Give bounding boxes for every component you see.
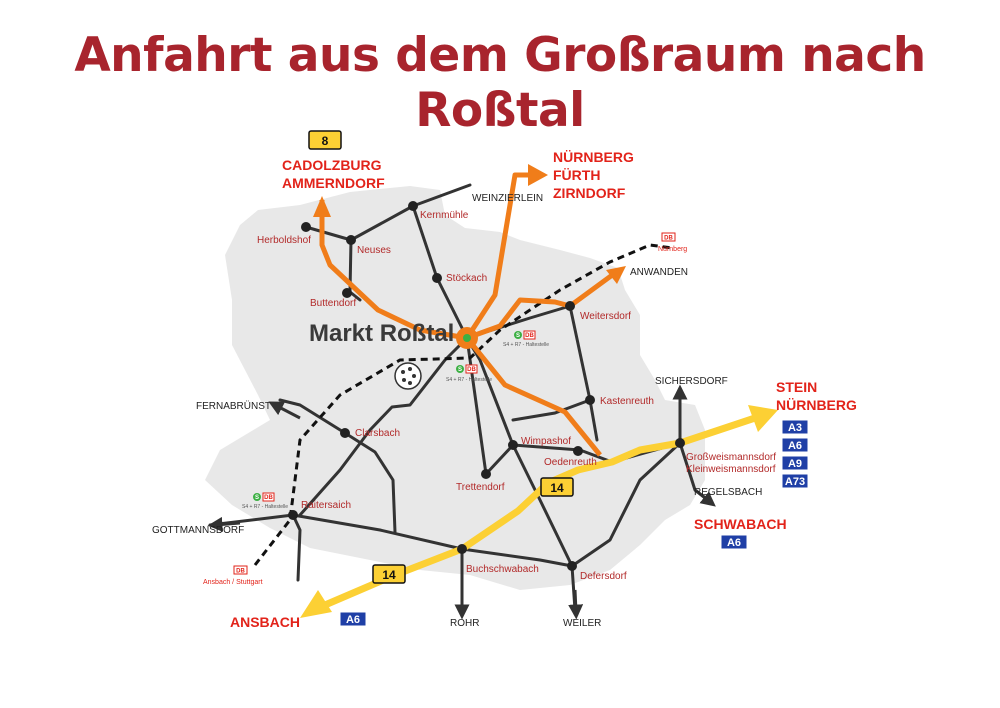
svg-text:DB: DB (236, 569, 245, 575)
town-label: Markt Roßtal (309, 320, 454, 347)
sign-a6-ansbach: A6 (339, 611, 367, 627)
junction-nodes (288, 201, 685, 571)
place-kastenreuth: Kastenreuth (600, 396, 654, 407)
edge-sichersdorf: SICHERSDORF (655, 376, 728, 387)
town-center-dot (463, 334, 471, 342)
svg-text:Ansbach / Stuttgart: Ansbach / Stuttgart (203, 579, 263, 586)
svg-text:DB: DB (525, 333, 534, 339)
place-defersdorf: Defersdorf (580, 571, 627, 582)
svg-text:14: 14 (550, 481, 564, 495)
b14-arrowhead-east (748, 405, 778, 432)
town-logo (394, 362, 422, 390)
place-buttendorf: Buttendorf (310, 298, 356, 309)
svg-text:DB: DB (664, 236, 673, 242)
svg-text:S4 + R7 - Haltestelle: S4 + R7 - Haltestelle (503, 342, 549, 348)
sign-a6-stein: A6 (781, 437, 809, 453)
svg-text:DB: DB (264, 495, 273, 501)
svg-text:A6: A6 (346, 614, 360, 626)
place-clarsbach: Clarsbach (355, 428, 400, 439)
edge-weiler: WEILER (563, 618, 601, 629)
railway-line (253, 243, 673, 566)
dest-zirndorf: ZIRNDORF (553, 185, 626, 201)
dest-cadolzburg: CADOLZBURG (282, 157, 382, 173)
svg-text:S: S (516, 333, 520, 339)
sign-b8: 8 (308, 130, 342, 150)
svg-text:14: 14 (382, 568, 396, 582)
svg-text:S: S (255, 495, 259, 501)
place-wimpashof: Wimpashof (521, 436, 571, 447)
svg-text:Nürnberg: Nürnberg (658, 246, 687, 253)
svg-text:8: 8 (322, 134, 329, 148)
edge-weinzierlein: WEINZIERLEIN (472, 193, 543, 204)
orange-routes (319, 172, 617, 457)
svg-text:S4 + R7 - Haltestelle: S4 + R7 - Haltestelle (242, 504, 288, 510)
dest-fuerth: FÜRTH (553, 167, 600, 183)
dest-schwabach: SCHWABACH (694, 516, 787, 532)
dest-nuernberg: NÜRNBERG (553, 149, 634, 165)
sign-a73: A73 (781, 473, 809, 489)
edge-gottmannsdorf: GOTTMANNSDORF (152, 525, 244, 536)
svg-text:A6: A6 (788, 440, 802, 452)
dest-nuernberg-east: NÜRNBERG (776, 397, 857, 413)
place-oedenreuth: Oedenreuth (544, 457, 597, 468)
place-herboldshof: Herboldshof (257, 235, 311, 246)
svg-text:DB: DB (467, 367, 476, 373)
edge-rohr: ROHR (450, 618, 479, 629)
dest-ammerndorf: AMMERNDORF (282, 175, 385, 191)
dest-ansbach: ANSBACH (230, 614, 300, 630)
sign-a9: A9 (781, 455, 809, 471)
place-trettendorf: Trettendorf (456, 482, 505, 493)
db-ansbach-stuttgart: DB Ansbach / Stuttgart (203, 565, 263, 586)
place-grossweismannsdorf: Großweismannsdorf (686, 452, 776, 463)
svg-text:A6: A6 (727, 537, 741, 549)
dest-stein: STEIN (776, 379, 817, 395)
edge-arrows (207, 384, 716, 620)
svg-text:A73: A73 (785, 476, 805, 488)
b14-arrowhead-west (300, 590, 332, 618)
place-weitersdorf: Weitersdorf (580, 311, 631, 322)
page-title: Anfahrt aus dem Großraum nach Roßtal (74, 28, 926, 138)
place-kleinweismannsdorf: Kleinweismannsdorf (686, 464, 776, 475)
edge-fernabruenst: FERNABRÜNST (196, 400, 271, 412)
sign-a3: A3 (781, 419, 809, 435)
place-stoeckach: Stöckach (446, 273, 487, 284)
edge-regelsbach: REGELSBACH (694, 487, 762, 498)
place-neuses: Neuses (357, 245, 391, 256)
edge-anwanden: ANWANDEN (630, 267, 688, 278)
sbahn-halt-west: S DB S4 + R7 - Haltestelle (446, 364, 492, 383)
place-buchschwabach: Buchschwabach (466, 564, 539, 575)
sign-b14-west: 14 (372, 564, 406, 584)
svg-text:S4 + R7 - Haltestelle: S4 + R7 - Haltestelle (446, 377, 492, 383)
sbahn-halt-raitersaich: S DB S4 + R7 - Haltestelle (242, 492, 288, 510)
svg-text:A9: A9 (788, 458, 802, 470)
sbahn-halt-rosstal: S DB S4 + R7 - Haltestelle (503, 330, 549, 348)
sign-a6-schwabach: A6 (720, 534, 748, 550)
sign-b14-east: 14 (540, 477, 574, 497)
place-kernmuehle: Kernmühle (420, 210, 469, 221)
svg-text:S: S (458, 367, 462, 373)
place-raitersaich: Raitersaich (301, 500, 351, 511)
svg-text:A3: A3 (788, 422, 802, 434)
municipality-area (205, 186, 705, 590)
orange-arrowheads (313, 164, 626, 284)
b14-route (321, 414, 759, 609)
db-nuernberg: DB Nürnberg (658, 232, 687, 253)
